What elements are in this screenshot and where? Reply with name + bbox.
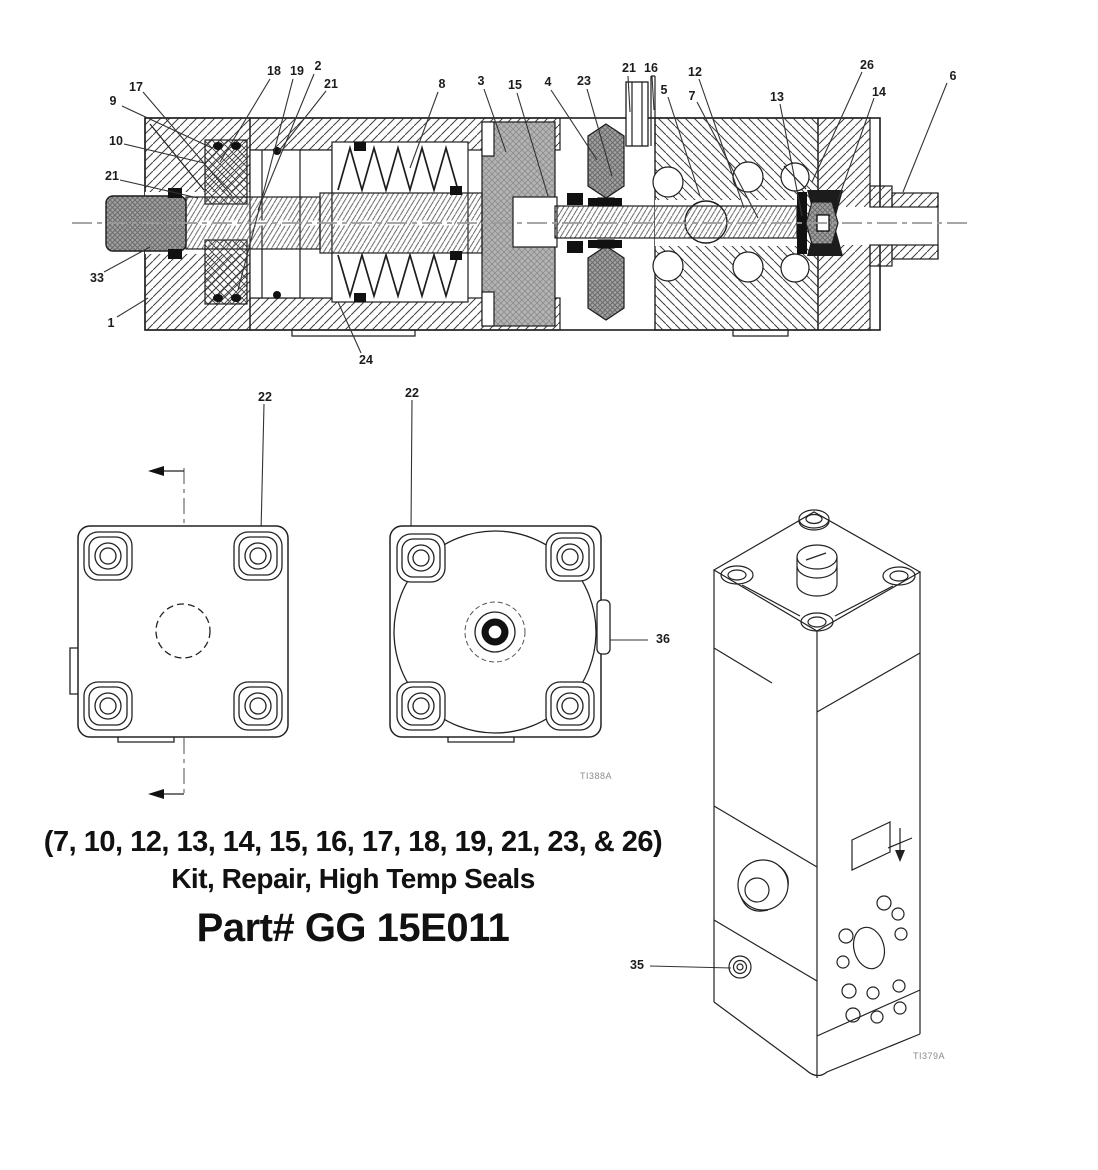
- callout-6: 6: [949, 69, 957, 83]
- callout-26: 26: [860, 58, 874, 72]
- callout-21-b: 21: [622, 61, 636, 75]
- callout-21-c: 21: [105, 169, 119, 183]
- valve-body-view: [712, 509, 922, 1078]
- figure-code-valve-view: TI379A: [912, 1051, 946, 1061]
- callout-16: 16: [644, 61, 658, 75]
- kit-part-number: Part# GG 15E011: [196, 905, 510, 950]
- callout-13: 13: [770, 90, 784, 104]
- flange-bolts-left: [83, 531, 283, 731]
- callout-12: 12: [688, 65, 702, 79]
- cross-section-view: [72, 75, 968, 337]
- callout-7: 7: [688, 89, 696, 103]
- top-screws: [720, 565, 916, 632]
- callout-19: 19: [290, 64, 304, 78]
- callout-2: 2: [314, 59, 322, 73]
- flange-bolts-middle: [396, 532, 595, 731]
- callout-18: 18: [267, 64, 281, 78]
- repair-kit-note: (7, 10, 12, 13, 14, 15, 16, 17, 18, 19, …: [0, 826, 706, 950]
- kit-items-line: (7, 10, 12, 13, 14, 15, 16, 17, 18, 19, …: [43, 826, 663, 858]
- figure-code-flange-view: TI388A: [579, 771, 613, 781]
- callout-21-a: 21: [324, 77, 338, 91]
- callout-1: 1: [107, 316, 115, 330]
- gasket-hole-pattern: [836, 895, 908, 1024]
- callout-9: 9: [109, 94, 117, 108]
- callout-10: 10: [109, 134, 123, 148]
- callout-8: 8: [438, 77, 446, 91]
- callout-leader-lines: [103, 71, 948, 969]
- callout-36: 36: [656, 632, 670, 646]
- callout-17: 17: [129, 80, 143, 94]
- callout-22-b: 22: [405, 386, 419, 400]
- callout-14: 14: [872, 85, 886, 99]
- callout-4: 4: [544, 75, 552, 89]
- callout-22-a: 22: [258, 390, 272, 404]
- flange-view-left: [69, 466, 289, 799]
- callout-3: 3: [477, 74, 485, 88]
- flange-view-middle: [389, 525, 611, 743]
- callout-24: 24: [359, 353, 373, 367]
- kit-description-line: Kit, Repair, High Temp Seals: [171, 863, 535, 895]
- callout-15: 15: [508, 78, 522, 92]
- callout-33: 33: [90, 271, 104, 285]
- callout-23: 23: [577, 74, 591, 88]
- callout-35: 35: [630, 958, 644, 972]
- callout-5: 5: [660, 83, 668, 97]
